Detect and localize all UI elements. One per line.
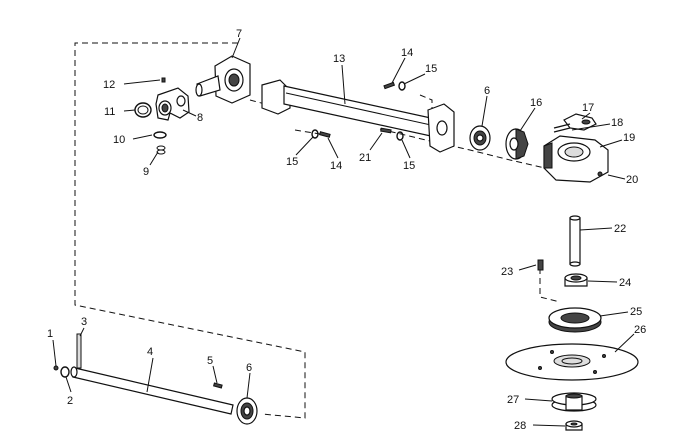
part-1-pin	[53, 365, 59, 371]
part-21-pin	[380, 127, 392, 134]
part-7-flange	[195, 55, 251, 104]
callout-13: 13	[333, 53, 345, 65]
callout-14-mid: 14	[330, 160, 342, 172]
callout-16: 16	[530, 97, 542, 109]
callout-1: 1	[47, 328, 53, 340]
part-18-gasket	[553, 123, 571, 133]
part-24-bearing	[564, 273, 588, 287]
callout-23: 23	[501, 266, 513, 278]
callout-18: 18	[611, 117, 623, 129]
callout-6-lower: 6	[246, 362, 252, 374]
part-2-washer	[60, 366, 70, 378]
callout-22: 22	[614, 223, 626, 235]
part-10-washer	[153, 131, 167, 139]
callout-15-mid-right: 15	[403, 160, 415, 172]
part-25-ring-gear	[548, 307, 602, 333]
part-9-spring	[156, 145, 166, 155]
callout-9: 9	[143, 166, 149, 178]
callout-5: 5	[207, 355, 213, 367]
part-3-key	[76, 333, 82, 369]
callout-20: 20	[626, 174, 638, 186]
part-16-bevel-gear	[505, 128, 529, 160]
callout-14-upper: 14	[401, 47, 413, 59]
callout-8: 8	[197, 112, 203, 124]
part-8-yoke	[155, 87, 190, 121]
part-11-snap-ring	[134, 102, 152, 118]
part-4-shaft	[70, 366, 234, 415]
callout-3: 3	[81, 316, 87, 328]
part-26-blade-disc	[505, 343, 639, 381]
callout-27: 27	[507, 394, 519, 406]
callout-25: 25	[630, 306, 642, 318]
part-22-vertical-shaft	[569, 215, 581, 267]
part-23-screw	[537, 259, 544, 271]
part-15-washer-mid-right	[396, 131, 404, 141]
callout-15-mid-left: 15	[286, 156, 298, 168]
callout-11: 11	[104, 106, 115, 118]
leader-lines	[52, 37, 635, 427]
part-14-bolt-upper	[383, 81, 396, 90]
assembly-guide-lines	[74, 42, 561, 419]
callout-19: 19	[623, 132, 635, 144]
callout-26: 26	[634, 324, 646, 336]
callout-17: 17	[582, 102, 594, 114]
part-6-bearing-lower	[236, 397, 258, 425]
part-5-pin	[213, 382, 223, 389]
callout-10: 10	[113, 134, 125, 146]
part-6-bearing-upper	[469, 125, 491, 151]
callout-12: 12	[103, 79, 115, 91]
callout-7: 7	[236, 28, 242, 40]
part-28-nut	[565, 420, 583, 431]
part-12-pin	[161, 77, 166, 83]
part-17-cover	[563, 113, 597, 131]
callout-28: 28	[514, 420, 526, 432]
part-27-hub	[551, 392, 597, 412]
part-15-washer-upper	[398, 81, 406, 91]
callout-2: 2	[67, 395, 73, 407]
part-14-bolt-mid	[319, 131, 331, 138]
callout-15-upper: 15	[425, 63, 437, 75]
callout-labels: 1 2 3 4 5 6 6 7 8 9 10 11 12 13 14 14 15…	[47, 28, 646, 432]
callout-21: 21	[359, 152, 371, 164]
part-20-gear-housing	[543, 135, 609, 183]
part-13-tube	[261, 79, 455, 153]
callout-24: 24	[619, 277, 631, 289]
callout-4: 4	[147, 346, 153, 358]
part-15-washer-mid-left	[311, 129, 319, 139]
callout-6-upper: 6	[484, 85, 490, 97]
